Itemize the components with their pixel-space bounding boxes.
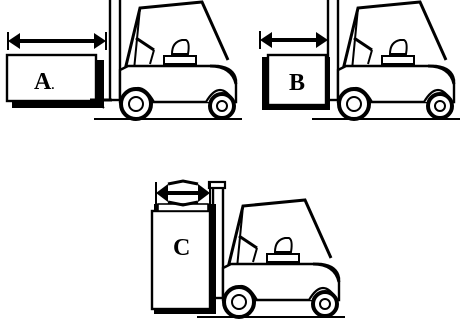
load-box-a	[5, 53, 105, 109]
forklift-icon	[92, 0, 244, 121]
panel-c: C	[150, 179, 347, 319]
width-arrow-icon	[259, 31, 329, 49]
label-b: B	[289, 70, 305, 96]
panel-a: A.	[5, 0, 244, 121]
label-a: A.	[34, 69, 54, 95]
panel-b: B	[259, 0, 460, 121]
forklift-icon	[195, 180, 347, 319]
load-box-b	[262, 53, 330, 110]
load-box-c	[150, 203, 216, 314]
width-arrow-icon	[7, 32, 107, 50]
width-arrow-icon	[155, 179, 211, 207]
label-c: C	[173, 235, 190, 261]
forklift-icon	[310, 0, 460, 121]
